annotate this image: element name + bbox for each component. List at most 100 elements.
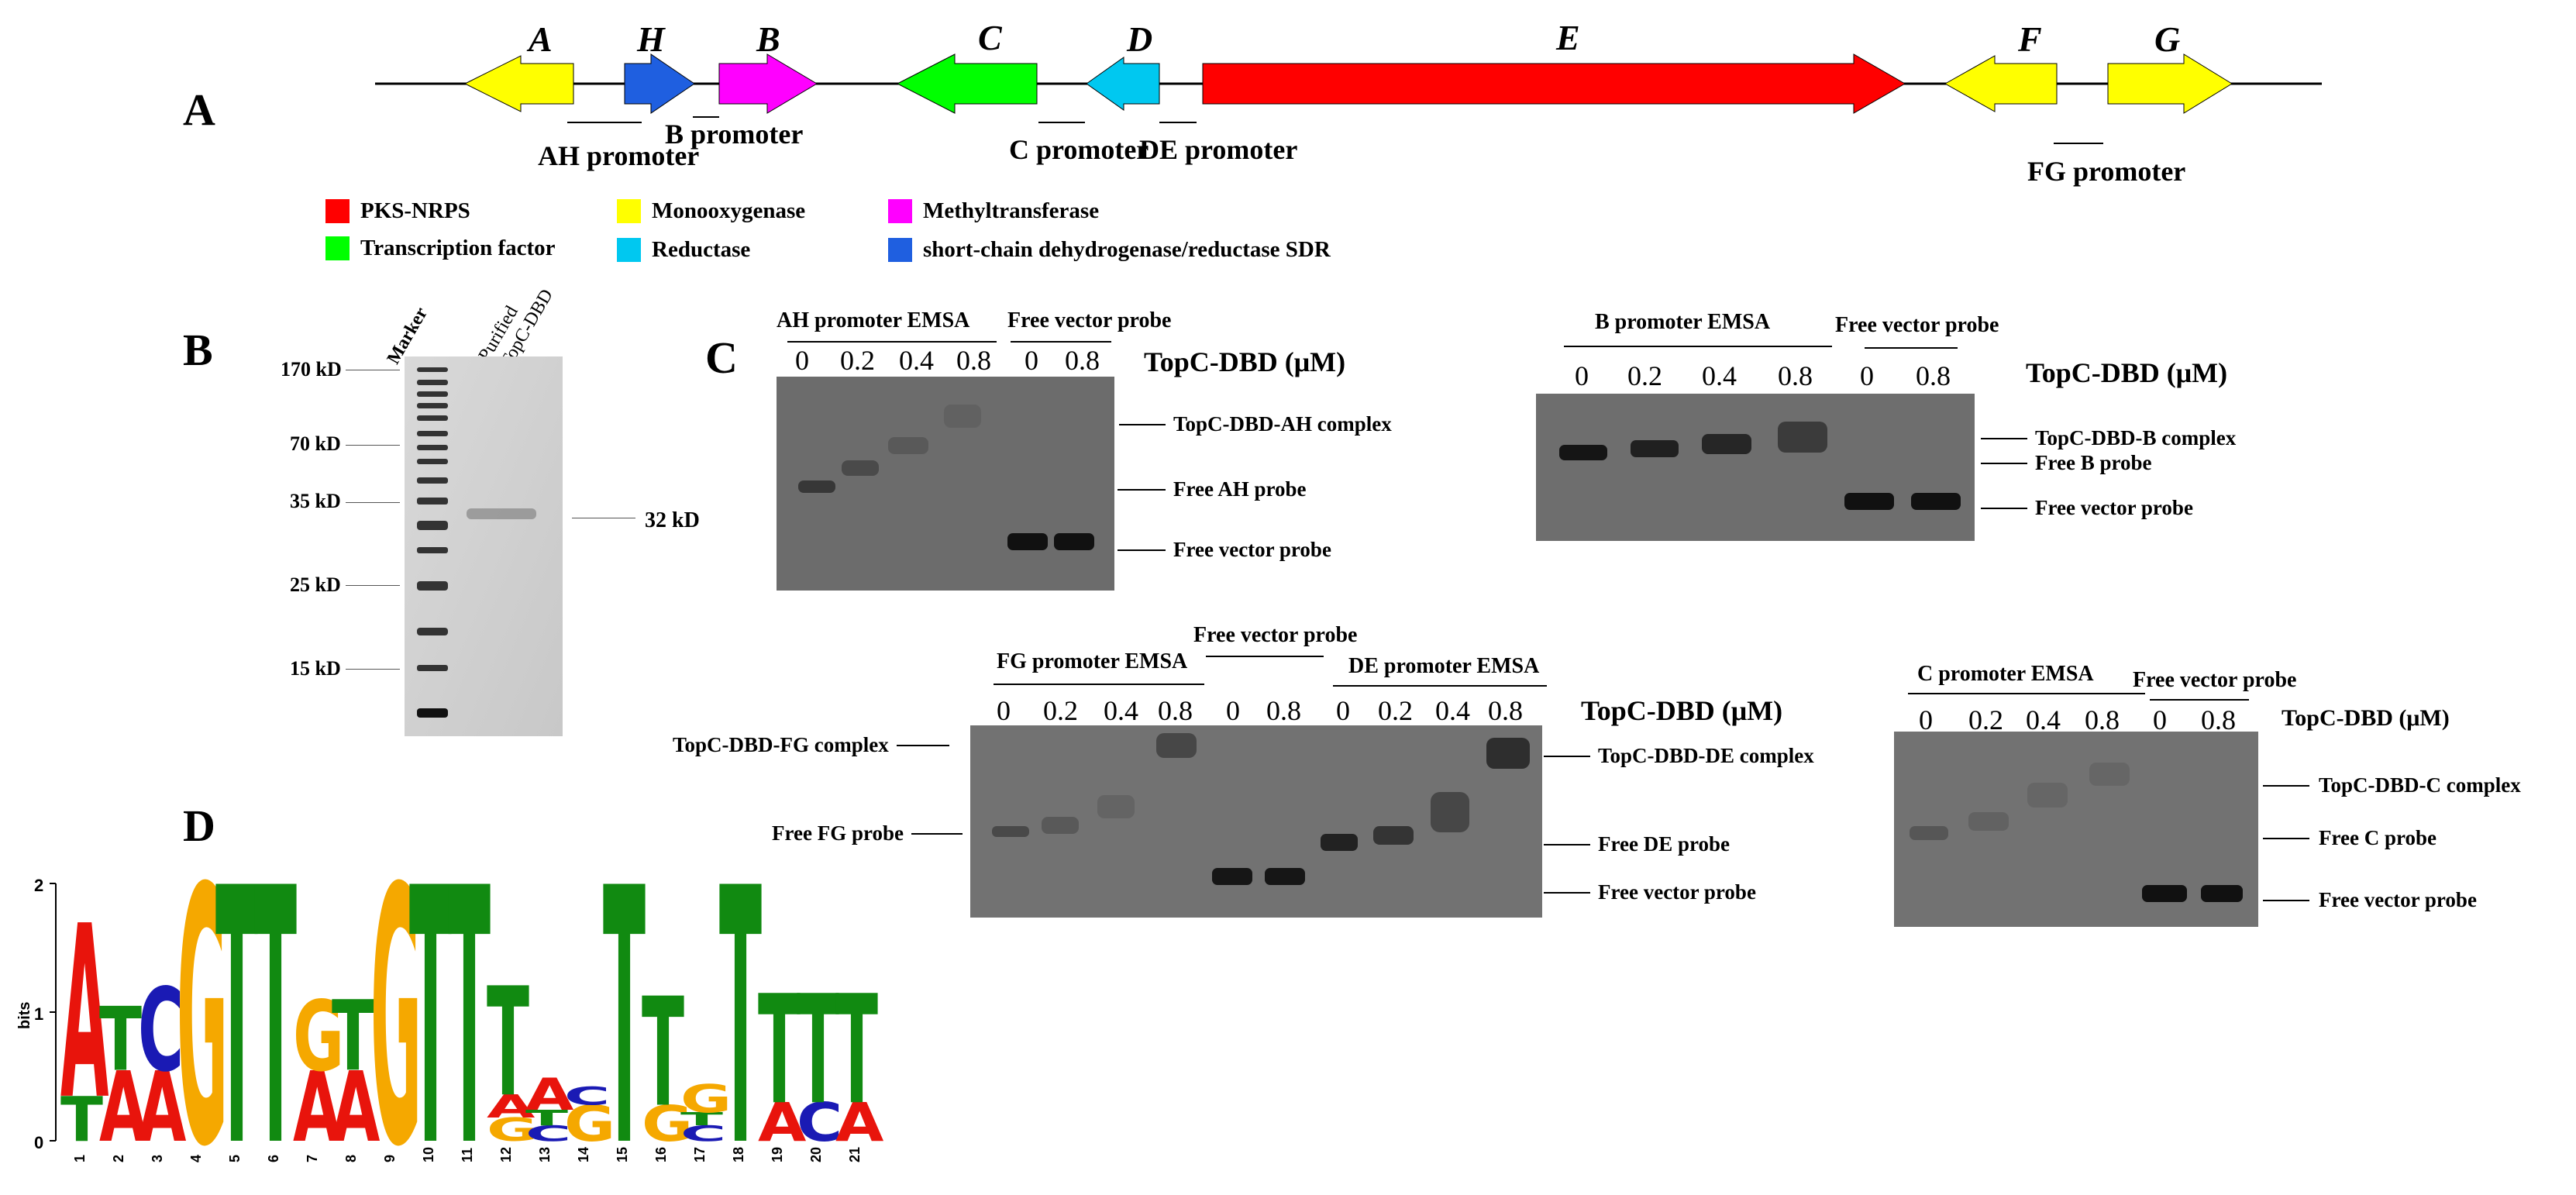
c-conc-04: 0.4 — [2026, 704, 2061, 735]
fgde-free-vector-title-line — [1206, 656, 1324, 657]
ah-conc-0: 0 — [795, 345, 809, 376]
logo-xtick: 20 — [808, 1147, 824, 1162]
logo-xtick: 6 — [266, 1155, 281, 1162]
c-free-probe-label: Free C probe — [2263, 826, 2437, 850]
ah-conc-02: 0.2 — [840, 345, 875, 376]
logo-letter: T — [448, 860, 491, 1195]
panel-label-b: B — [183, 325, 213, 375]
logo-xtick: 17 — [692, 1147, 708, 1162]
c-unit-label: TopC-DBD (μM) — [2282, 705, 2450, 731]
logo-letter: G — [642, 1096, 693, 1153]
c-free-vector-title-line — [2150, 699, 2249, 701]
ah-promoter-line — [567, 122, 642, 123]
fg-emsa-title-line — [994, 684, 1204, 685]
b-complex-label: TopC-DBD-B complex — [1981, 426, 2236, 450]
b-conc-02: 0.2 — [1627, 360, 1662, 391]
logo-ytick-0: 0 — [34, 1133, 43, 1152]
panel-label-d: D — [183, 801, 215, 851]
b-conc-04: 0.4 — [1702, 360, 1737, 391]
logo-letter: T — [99, 990, 142, 1092]
legend-item-sdr: short-chain dehydrogenase/reductase SDR — [888, 237, 1331, 263]
gene-arrow-f — [1944, 55, 2058, 112]
logo-letter: T — [215, 860, 258, 1195]
de-conc-02: 0.2 — [1378, 695, 1413, 726]
c-complex-label: TopC-DBD-C complex — [2263, 773, 2521, 797]
logo-letter: T — [758, 963, 801, 1137]
gene-label-a: A — [529, 19, 553, 59]
legend-label: Monooxygenase — [652, 198, 806, 223]
logo-xtick: 3 — [150, 1155, 165, 1162]
logo-y-axis: 2 1 0 bits — [16, 876, 57, 1152]
c-emsa-title: C promoter EMSA — [1917, 662, 2094, 686]
ah-vec-conc-0: 0 — [1025, 345, 1038, 376]
marker-15-tick — [346, 669, 400, 670]
logo-letter: T — [642, 966, 684, 1140]
de-emsa-title-line — [1333, 685, 1547, 687]
fg-conc-0: 0 — [997, 695, 1011, 726]
c-conc-02: 0.2 — [1968, 704, 2003, 735]
logo-letter: A — [332, 1051, 380, 1164]
ah-free-vector-title-line — [1011, 341, 1111, 343]
legend-label: Methyltransferase — [923, 198, 1100, 223]
logo-xtick: 15 — [615, 1147, 630, 1162]
logo-letter: T — [525, 1106, 568, 1131]
logo-letter: G — [487, 1112, 538, 1149]
gene-arrow-g — [2107, 53, 2233, 114]
logo-letter: G — [177, 860, 228, 1195]
c-promoter-line — [1038, 122, 1085, 123]
c-emsa-title-line — [1908, 693, 2145, 694]
b-free-vector-title: Free vector probe — [1835, 313, 1999, 337]
ah-free-probe-label: Free AH probe — [1118, 477, 1306, 501]
c-vec-conc-0: 0 — [2153, 704, 2167, 735]
logo-xtick: 19 — [770, 1147, 785, 1162]
logo-xtick: 8 — [343, 1155, 359, 1162]
logo-letter: T — [835, 963, 878, 1137]
ah-free-vector-label: Free vector probe — [1118, 538, 1331, 562]
logo-letter: A — [99, 1051, 147, 1164]
logo-letter: A — [487, 1089, 536, 1125]
fgde-unit-label: TopC-DBD (μM) — [1581, 695, 1783, 726]
legend-label: short-chain dehydrogenase/reductase SDR — [923, 237, 1331, 262]
logo-letter: T — [719, 860, 762, 1195]
ah-promoter-label: AH promoter — [538, 140, 700, 171]
logo-ylabel: bits — [16, 1001, 33, 1029]
gene-arrow-a — [463, 55, 574, 112]
logo-xtick: 2 — [111, 1155, 126, 1162]
ah-complex-label: TopC-DBD-AH complex — [1119, 412, 1392, 436]
legend-item-reductase: Reductase — [617, 237, 750, 263]
fg-conc-08: 0.8 — [1158, 695, 1193, 726]
fgde-vec-conc-08: 0.8 — [1266, 695, 1301, 726]
legend-swatch-magenta — [888, 199, 912, 223]
logo-letter: C — [797, 1092, 842, 1153]
fg-conc-04: 0.4 — [1104, 695, 1138, 726]
panel-label-c: C — [705, 332, 738, 383]
logo-xtick: 21 — [847, 1147, 863, 1162]
gene-label-c: C — [978, 18, 1002, 57]
logo-letter: C — [564, 1082, 610, 1111]
fgde-vec-conc-0: 0 — [1226, 695, 1240, 726]
logo-xtick: 10 — [421, 1147, 436, 1162]
marker-15-label: 15 kD — [290, 657, 341, 680]
ah-vec-conc-08: 0.8 — [1065, 345, 1100, 376]
logo-letter: A — [60, 875, 108, 1152]
logo-letter: A — [293, 1051, 341, 1164]
logo-xtick: 9 — [382, 1155, 398, 1162]
de-free-probe-label: Free DE probe — [1544, 832, 1730, 856]
fgde-free-vector-label: Free vector probe — [1544, 880, 1756, 904]
logo-letter: T — [680, 1109, 724, 1129]
c-promoter-label: C promoter — [1009, 134, 1149, 165]
gene-label-f: F — [2018, 19, 2042, 59]
c-emsa-gel — [1894, 732, 2258, 927]
logo-letter: T — [332, 980, 374, 1093]
gene-arrow-h — [624, 53, 695, 114]
c-vec-conc-08: 0.8 — [2201, 704, 2236, 735]
logo-xtick: 11 — [460, 1148, 475, 1162]
gene-arrow-c — [896, 53, 1038, 114]
logo-letter: C — [525, 1121, 571, 1146]
b-free-vector-label: Free vector probe — [1981, 496, 2193, 520]
c-conc-08: 0.8 — [2085, 704, 2120, 735]
b-free-probe-label: Free B probe — [1981, 451, 2151, 475]
de-conc-08: 0.8 — [1488, 695, 1523, 726]
legend-item-monooxygenase: Monooxygenase — [617, 198, 805, 224]
